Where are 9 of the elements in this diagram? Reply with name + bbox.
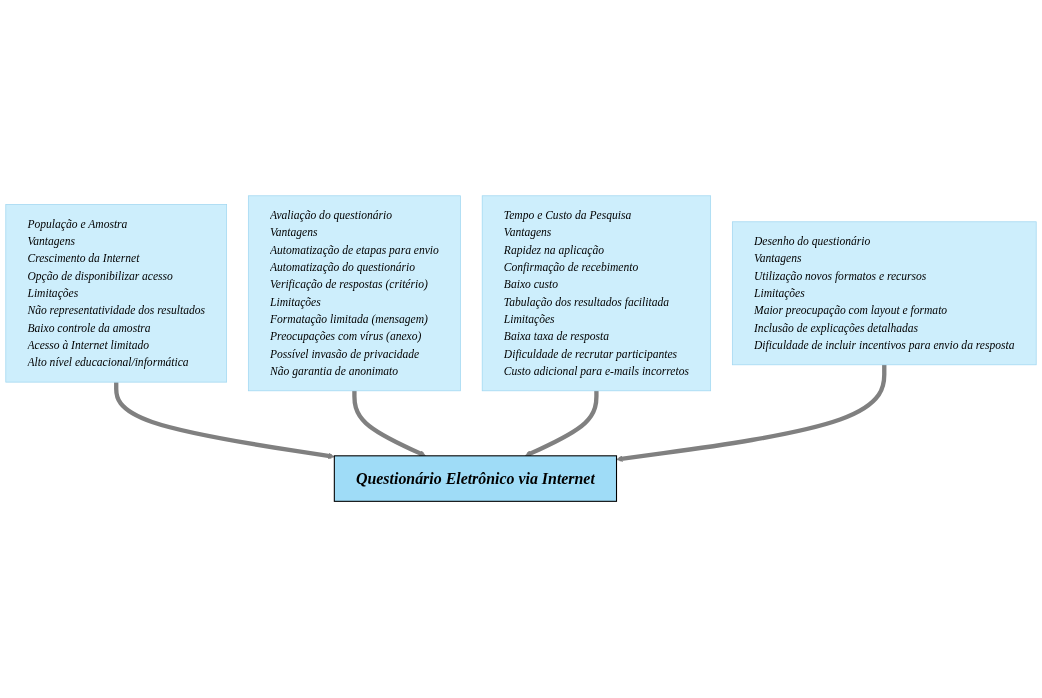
- arrow: [616, 365, 887, 463]
- arrow: [352, 391, 426, 458]
- node-box: Avaliação do questionário Vantagens Automatização de etapas para envio Automatização do questionário Verificação de respostas (critério) Limitações Formatação limitada (mensagem) Preocupações com vírus (anexo) Possível invasão de privacidade Não garantia de anonimato: [247, 195, 461, 392]
- arrow: [114, 382, 335, 460]
- node-box: Questionário Eletrônico via Internet: [333, 455, 618, 503]
- node-box: População e Amostra Vantagens Crescimento da Internet Opção de disponibilizar acesso Limitações Não representatividade dos resultados Baixo controle da amostra Acesso à Internet limitado Alto nível educacional/informática: [5, 204, 227, 383]
- node-box: Tempo e Custo da Pesquisa Vantagens Rapidez na aplicação Confirmação de recebimento Baixo custo Tabulação dos resultados facilitada Limitações Baixa taxa de resposta Dificuldade de recrutar participantes Custo adicional para e-mails incorretos: [481, 195, 711, 392]
- node-box: Desenho do questionário Vantagens Utilização novos formatos e recursos Limitações Maior preocupação com layout e formato Inclusão de explicações detalhadas Dificuldade de incluir incentivos para envio da resposta: [731, 221, 1037, 366]
- arrow: [524, 391, 599, 458]
